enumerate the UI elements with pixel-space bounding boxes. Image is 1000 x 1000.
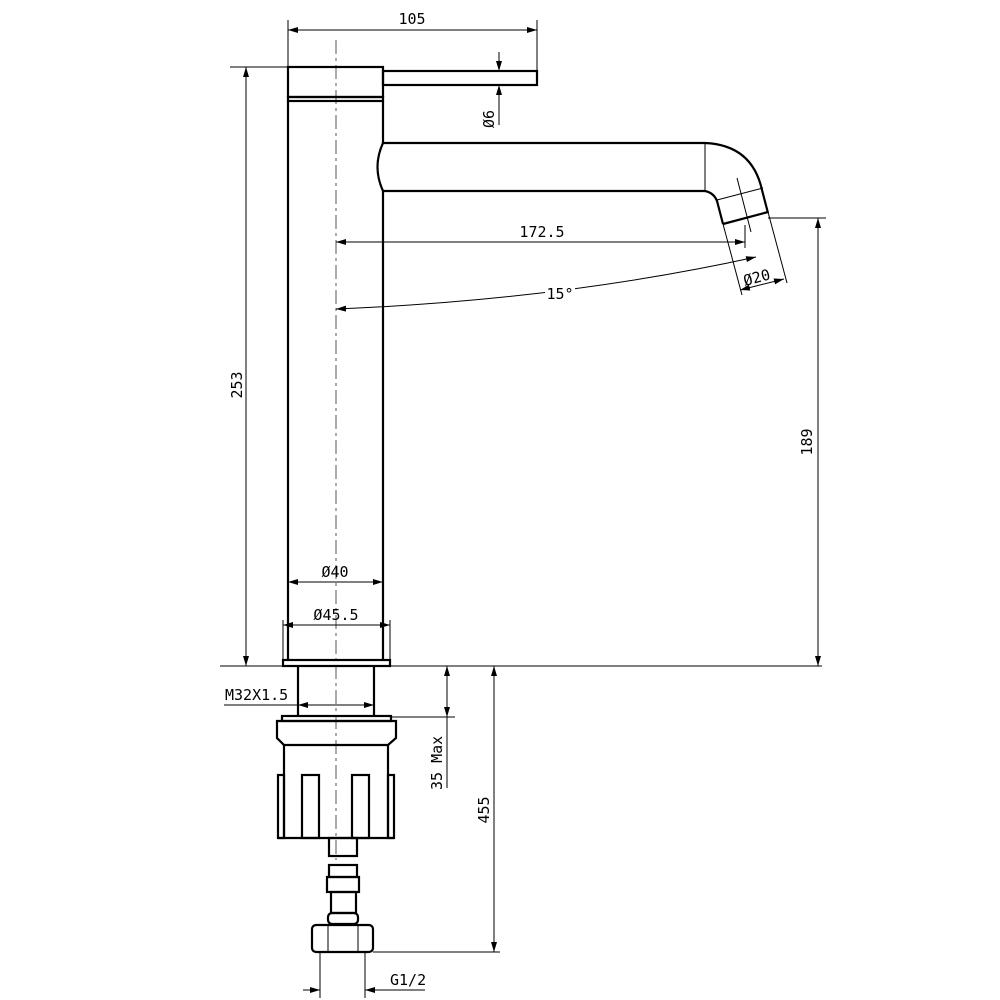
mounting-nut xyxy=(275,714,398,858)
dim-label: 105 xyxy=(398,10,425,28)
dim-label: 455 xyxy=(475,796,493,823)
dim-hose-length: 455 xyxy=(373,666,500,953)
dim-spout-reach: 172.5 xyxy=(336,223,746,248)
dim-label: 253 xyxy=(228,371,246,398)
dim-label: 35 Max xyxy=(428,736,446,790)
handle xyxy=(286,65,539,103)
dim-body-diameter: Ø40 xyxy=(288,563,383,585)
spout xyxy=(376,141,770,233)
dim-spout-angle: 15° xyxy=(335,256,757,312)
dim-base-diameter: Ø45.5 xyxy=(282,606,391,660)
hose-fitting xyxy=(310,863,375,954)
dim-spout-height: 189 xyxy=(768,217,826,666)
dim-max-deck-thickness: 35 Max xyxy=(391,666,455,790)
dim-label: Ø40 xyxy=(321,563,348,581)
dim-overall-height: 253 xyxy=(228,66,288,666)
dim-lever-diameter: Ø6 xyxy=(480,52,502,128)
dim-label: M32X1.5 xyxy=(225,686,288,704)
dim-label: Ø45.5 xyxy=(313,606,358,624)
dim-label: 189 xyxy=(798,428,816,455)
dim-label: Ø6 xyxy=(480,110,498,128)
dim-thread: M32X1.5 xyxy=(224,686,374,708)
dim-label: 15° xyxy=(546,285,573,303)
dim-overall-reach: 105 xyxy=(287,10,538,71)
threaded-shank xyxy=(296,666,376,717)
dim-outlet-diameter: Ø20 xyxy=(722,211,788,296)
dim-label: 172.5 xyxy=(519,223,564,241)
dim-hose-connection: G1/2 xyxy=(303,952,426,998)
dim-label: Ø20 xyxy=(741,265,772,289)
dim-label: G1/2 xyxy=(390,971,426,989)
